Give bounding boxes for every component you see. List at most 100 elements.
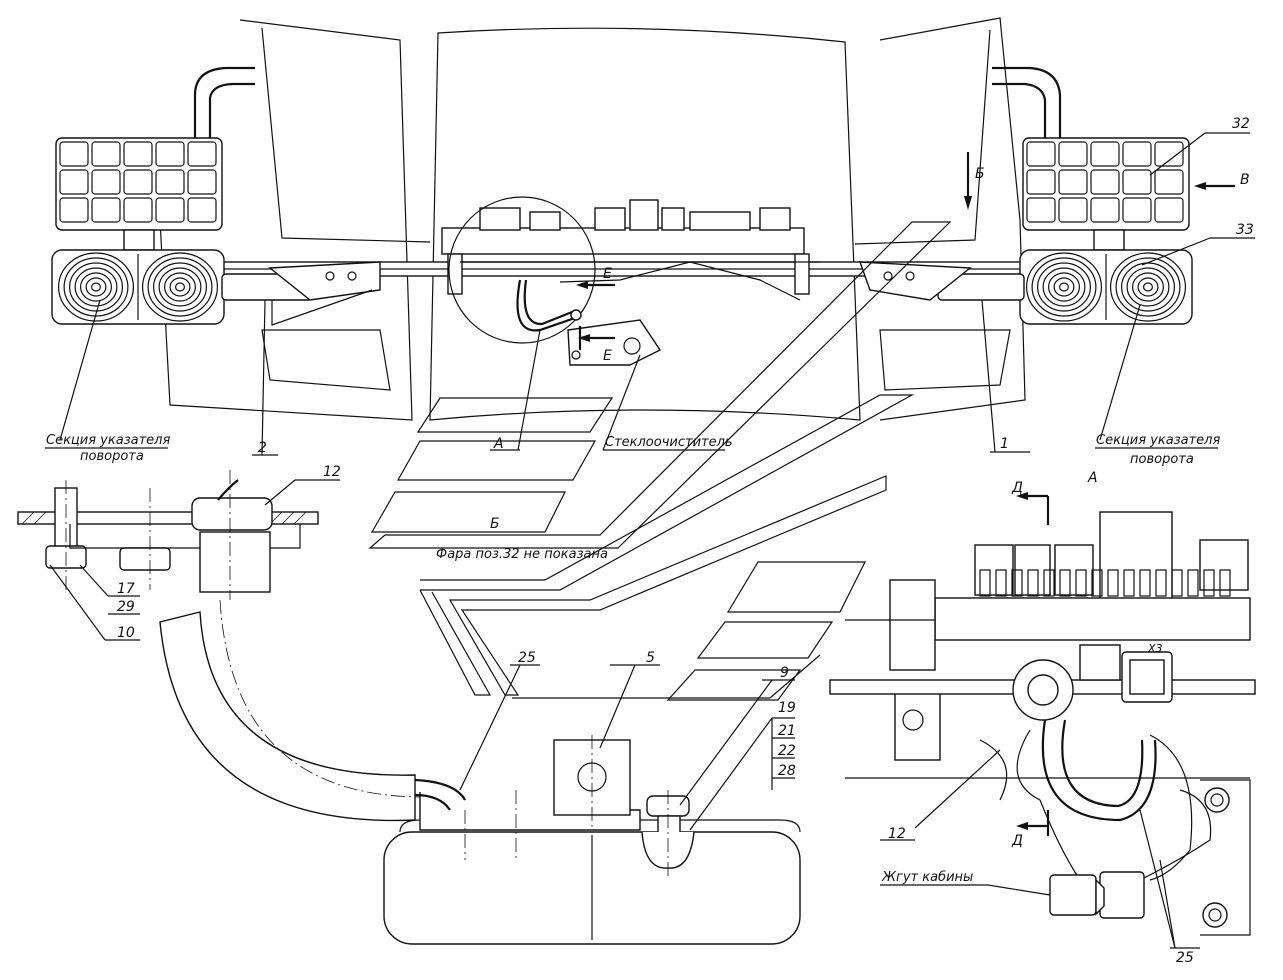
lens-ring: [79, 272, 112, 302]
headlight-cell: [1090, 197, 1120, 223]
lens-ring: [164, 272, 197, 302]
headlight-cell: [1090, 141, 1120, 167]
relay-strip: [979, 569, 991, 597]
label-pos-19: 19: [778, 700, 796, 716]
label-view-a: А: [493, 436, 504, 452]
headlight-cell: [1026, 169, 1056, 195]
headlight-cell: [1026, 141, 1056, 167]
lens-ring: [1025, 252, 1102, 322]
headlight-cell: [59, 197, 89, 223]
label-view-d-bottom: Д: [1011, 833, 1023, 849]
lens-ring: [158, 267, 202, 307]
lens-ring: [1137, 277, 1159, 297]
label-view-a-right: А: [1087, 470, 1098, 486]
lens-ring: [1126, 267, 1170, 307]
relay-strip: [1139, 569, 1151, 597]
label-pos-29: 29: [117, 599, 135, 615]
lens-ring: [1042, 267, 1086, 307]
lens-ring: [1031, 257, 1097, 317]
relay-strip: [1219, 569, 1231, 597]
label-view-e2: Е: [603, 348, 612, 364]
headlight-cell: [155, 169, 185, 195]
lens-ring: [1047, 272, 1080, 302]
label-view-b-small: Б: [490, 516, 500, 532]
left-turn-signal: [51, 249, 381, 326]
label-view-v: В: [1240, 172, 1250, 188]
relay-strip: [1107, 569, 1119, 597]
label-pos-10: 10: [117, 625, 135, 641]
headlight-cell: [1058, 197, 1088, 223]
label-pos-22: 22: [778, 743, 796, 759]
relay-strip: [1043, 569, 1055, 597]
label-pos-2: 2: [258, 440, 267, 456]
label-pos-28: 28: [778, 763, 796, 779]
lens-ring: [1109, 252, 1186, 322]
view-arrow-b: [964, 152, 972, 210]
lens-ring: [175, 282, 186, 292]
lens-ring: [57, 252, 135, 322]
lens-ring: [68, 262, 123, 312]
label-pos-12-right: 12: [888, 826, 906, 842]
headlight-cell: [123, 197, 153, 223]
caption-turn-signal-right-2: поворота: [1130, 452, 1194, 467]
headlight-cell: [1122, 141, 1152, 167]
headlight-cell: [187, 169, 217, 195]
lens-ring: [1131, 272, 1164, 302]
headlight-cell: [123, 141, 153, 167]
headlight-cell: [1058, 169, 1088, 195]
headlight-cell: [1154, 141, 1184, 167]
label-pos-32: 32: [1232, 116, 1250, 132]
section-detail-lamp: [383, 664, 801, 945]
lens-ring: [1036, 262, 1091, 312]
label-pos-9: 9: [780, 665, 789, 681]
lens-ring: [1115, 257, 1181, 317]
right-headlight: [992, 66, 1190, 251]
headlight-cell: [1154, 169, 1184, 195]
left-headlight: [55, 66, 255, 251]
label-view-b: Б: [975, 166, 985, 182]
label-pos-33: 33: [1236, 222, 1254, 238]
lens-ring: [153, 262, 208, 312]
label-pos-25-right: 25: [1176, 950, 1194, 966]
headlight-cell: [187, 197, 217, 223]
label-pos-1: 1: [1000, 436, 1009, 452]
label-pos-25-left: 25: [518, 650, 536, 666]
headlight-cell: [59, 141, 89, 167]
relay-strip: [1091, 569, 1103, 597]
headlight-cell: [91, 141, 121, 167]
relay-strip: [1187, 569, 1199, 597]
label-connector-x3: Х3: [1147, 642, 1163, 655]
lens-ring: [1142, 282, 1153, 292]
lens-ring: [90, 282, 101, 292]
view-arrow-e1: [576, 281, 615, 289]
view-a-detail: [829, 492, 1256, 949]
lens-ring: [147, 257, 213, 317]
relay-strip: [1011, 569, 1023, 597]
headlight-cell: [1090, 169, 1120, 195]
label-pos-17: 17: [117, 581, 135, 597]
right-turn-signal: [858, 249, 1193, 325]
relay-strip: [1171, 569, 1183, 597]
relay-strip: [1123, 569, 1135, 597]
section-detail-left: [17, 470, 421, 822]
lens-ring: [169, 277, 191, 297]
lens-ring: [74, 267, 118, 307]
label-view-e1: Е: [603, 266, 612, 282]
caption-headlight-note: Фара поз.32 не показана: [436, 547, 608, 562]
lens-ring: [1058, 282, 1069, 292]
label-pos-12-top: 12: [323, 464, 341, 480]
headlight-cell: [91, 169, 121, 195]
caption-turn-signal-left-2: поворота: [80, 449, 144, 464]
relay-strip: [1027, 569, 1039, 597]
headlight-cell: [1026, 197, 1056, 223]
caption-turn-signal-right-1: Секция указателя: [1096, 433, 1220, 448]
leader-lines-top: [45, 132, 1255, 456]
label-view-d-top: Д: [1011, 480, 1023, 496]
view-arrow-e2: [578, 326, 615, 350]
headlight-cell: [1122, 169, 1152, 195]
caption-turn-signal-left-1: Секция указателя: [46, 433, 170, 448]
caption-wiper: Стеклоочиститель: [605, 435, 733, 450]
headlight-cell: [1122, 197, 1152, 223]
headlight-cell: [91, 197, 121, 223]
